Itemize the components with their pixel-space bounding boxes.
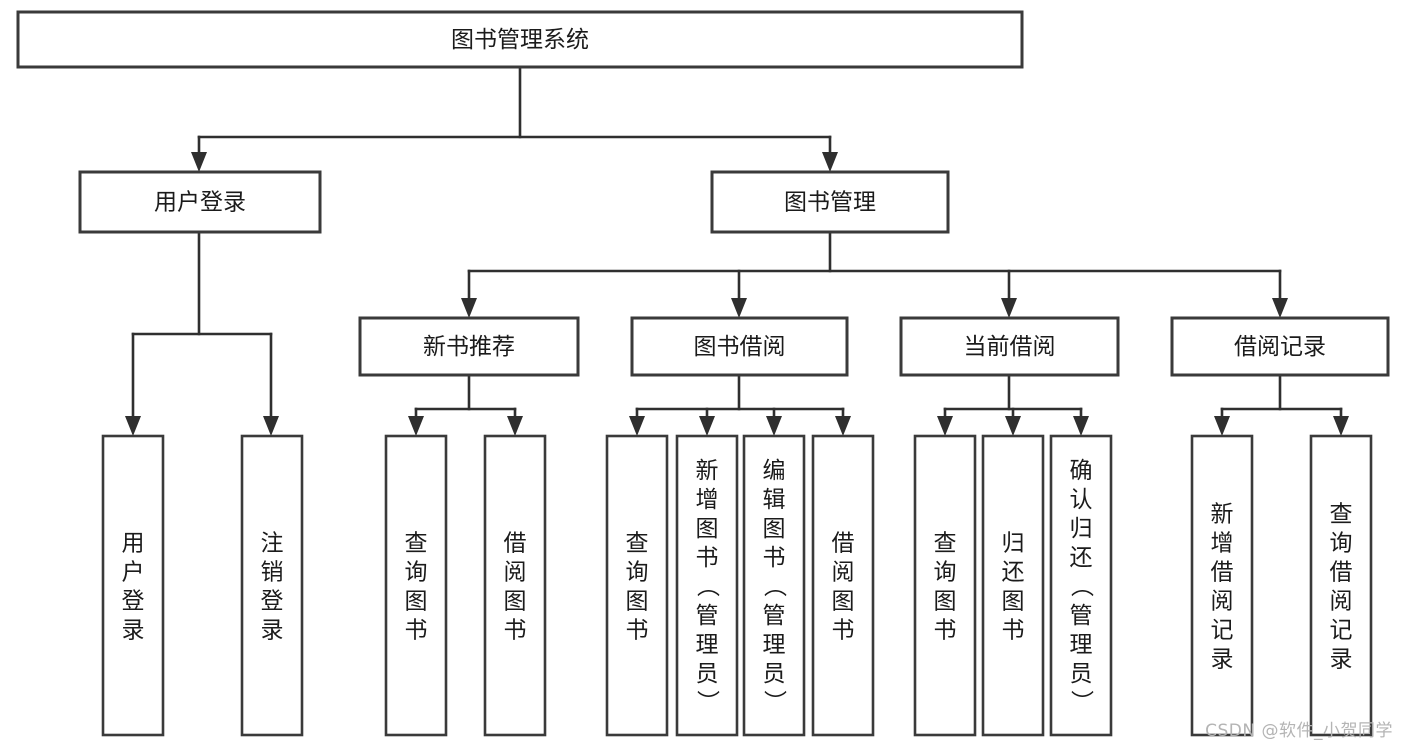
- node-label-leaf-query-book-1: 查询图书: [405, 531, 428, 644]
- node-leaf-confirm-return[interactable]: 确认归还（管理员）: [1049, 434, 1113, 737]
- node-label-leaf-borrow-book-1: 借阅图书: [504, 531, 527, 644]
- node-book-borrow[interactable]: 图书借阅: [630, 316, 849, 377]
- node-box-root[interactable]: [16, 10, 1024, 69]
- node-label-user-login: 用户登录: [154, 190, 246, 216]
- connector-layer: [125, 65, 1349, 436]
- current-borrow-arrowhead-1: [1005, 416, 1021, 436]
- node-label-leaf-user-login: 用户登录: [122, 531, 145, 644]
- node-box-leaf-confirm-return[interactable]: [1049, 434, 1113, 737]
- book-manage-arrowhead-1: [731, 298, 747, 318]
- node-label-borrow-record: 借阅记录: [1234, 334, 1326, 360]
- node-label-current-borrow: 当前借阅: [964, 334, 1056, 360]
- node-book-manage[interactable]: 图书管理: [710, 170, 950, 234]
- node-box-leaf-query-book-3[interactable]: [913, 434, 977, 737]
- node-box-leaf-borrow-book-1[interactable]: [483, 434, 547, 737]
- root-arrowhead-0: [191, 152, 207, 172]
- node-layer: 图书管理系统用户登录图书管理新书推荐图书借阅当前借阅借阅记录用户登录注销登录查询…: [16, 10, 1390, 737]
- node-box-leaf-query-record[interactable]: [1309, 434, 1373, 737]
- node-label-root: 图书管理系统: [451, 27, 589, 53]
- node-user-login[interactable]: 用户登录: [78, 170, 322, 234]
- node-label-leaf-add-record: 新增借阅记录: [1211, 502, 1234, 673]
- book-manage-arrowhead-0: [461, 298, 477, 318]
- node-box-book-borrow[interactable]: [630, 316, 849, 377]
- node-label-leaf-query-book-3: 查询图书: [934, 531, 957, 644]
- node-label-leaf-confirm-return: 确认归还（管理员）: [1070, 458, 1095, 716]
- node-box-book-manage[interactable]: [710, 170, 950, 234]
- node-label-leaf-return-book: 归还图书: [1002, 531, 1025, 644]
- node-label-leaf-query-record: 查询借阅记录: [1330, 502, 1353, 673]
- node-leaf-edit-book-admin[interactable]: 编辑图书（管理员）: [742, 434, 806, 737]
- node-leaf-query-record[interactable]: 查询借阅记录: [1309, 434, 1373, 737]
- node-box-borrow-record[interactable]: [1170, 316, 1390, 377]
- new-book-arrowhead-0: [408, 416, 424, 436]
- node-leaf-query-book-3[interactable]: 查询图书: [913, 434, 977, 737]
- node-box-leaf-add-book-admin[interactable]: [675, 434, 739, 737]
- node-box-leaf-query-book-1[interactable]: [384, 434, 448, 737]
- node-box-leaf-return-book[interactable]: [981, 434, 1045, 737]
- node-box-new-book-recommend[interactable]: [358, 316, 580, 377]
- book-borrow-arrowhead-0: [629, 416, 645, 436]
- node-box-current-borrow[interactable]: [899, 316, 1120, 377]
- node-leaf-add-record[interactable]: 新增借阅记录: [1190, 434, 1254, 737]
- node-new-book-recommend[interactable]: 新书推荐: [358, 316, 580, 377]
- node-label-leaf-borrow-book-2: 借阅图书: [832, 531, 855, 644]
- node-leaf-add-book-admin[interactable]: 新增图书（管理员）: [675, 434, 739, 737]
- node-label-new-book-recommend: 新书推荐: [423, 334, 515, 360]
- book-manage-arrowhead-3: [1272, 298, 1288, 318]
- node-leaf-user-logout[interactable]: 注销登录: [240, 434, 304, 737]
- borrow-record-arrowhead-1: [1333, 416, 1349, 436]
- node-box-leaf-borrow-book-2[interactable]: [811, 434, 875, 737]
- node-current-borrow[interactable]: 当前借阅: [899, 316, 1120, 377]
- root-arrowhead-1: [822, 152, 838, 172]
- node-leaf-query-book-2[interactable]: 查询图书: [605, 434, 669, 737]
- node-leaf-query-book-1[interactable]: 查询图书: [384, 434, 448, 737]
- node-leaf-return-book[interactable]: 归还图书: [981, 434, 1045, 737]
- user-login-arrowhead-1: [263, 416, 279, 436]
- node-box-user-login[interactable]: [78, 170, 322, 234]
- borrow-record-arrowhead-0: [1214, 416, 1230, 436]
- node-box-leaf-add-record[interactable]: [1190, 434, 1254, 737]
- node-label-leaf-edit-book-admin: 编辑图书（管理员）: [763, 458, 788, 716]
- user-login-arrowhead-0: [125, 416, 141, 436]
- new-book-arrowhead-1: [507, 416, 523, 436]
- node-label-leaf-add-book-admin: 新增图书（管理员）: [696, 458, 721, 716]
- watermark-label: CSDN @软件_小贺同学: [1205, 721, 1393, 741]
- node-box-leaf-query-book-2[interactable]: [605, 434, 669, 737]
- node-root[interactable]: 图书管理系统: [16, 10, 1024, 69]
- book-borrow-arrowhead-3: [835, 416, 851, 436]
- book-manage-arrowhead-2: [1001, 298, 1017, 318]
- node-leaf-borrow-book-2[interactable]: 借阅图书: [811, 434, 875, 737]
- node-leaf-borrow-book-1[interactable]: 借阅图书: [483, 434, 547, 737]
- node-label-book-borrow: 图书借阅: [694, 334, 786, 360]
- node-box-leaf-user-logout[interactable]: [240, 434, 304, 737]
- node-label-book-manage: 图书管理: [784, 190, 876, 216]
- book-borrow-arrowhead-1: [699, 416, 715, 436]
- node-label-leaf-user-logout: 注销登录: [261, 531, 284, 644]
- current-borrow-arrowhead-0: [937, 416, 953, 436]
- node-box-leaf-user-login[interactable]: [101, 434, 165, 737]
- node-leaf-user-login[interactable]: 用户登录: [101, 434, 165, 737]
- node-borrow-record[interactable]: 借阅记录: [1170, 316, 1390, 377]
- current-borrow-arrowhead-2: [1073, 416, 1089, 436]
- node-box-leaf-edit-book-admin[interactable]: [742, 434, 806, 737]
- node-label-leaf-query-book-2: 查询图书: [626, 531, 649, 644]
- book-borrow-arrowhead-2: [766, 416, 782, 436]
